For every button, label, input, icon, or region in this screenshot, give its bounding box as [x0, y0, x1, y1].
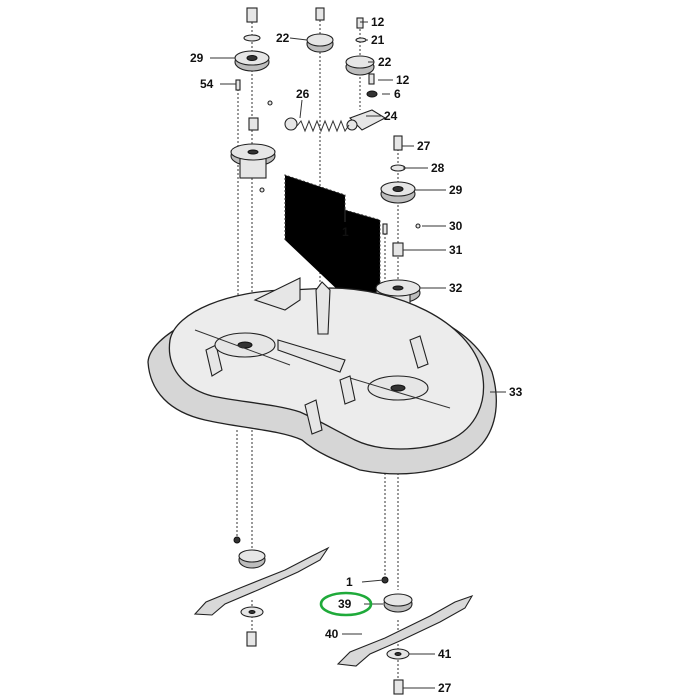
- washer-icon: [390, 164, 406, 172]
- callout-22-right: 22: [378, 55, 392, 69]
- callout-30: 30: [449, 219, 463, 233]
- callout-21: 21: [371, 33, 385, 47]
- blade-bolt-icon: [246, 631, 257, 647]
- callout-26: 26: [296, 87, 310, 101]
- bolt-icon: [368, 73, 375, 85]
- callout-33: 33: [509, 385, 523, 399]
- callout-40: 40: [325, 627, 339, 641]
- right-blade-assembly: [336, 576, 474, 695]
- callout-39: 39: [338, 597, 352, 611]
- washer-icon: [355, 37, 367, 43]
- blade-bolt-icon: [393, 679, 404, 695]
- spring-hook-icon: [284, 117, 298, 131]
- mower-deck: [147, 277, 497, 475]
- deck-bracket: [253, 277, 301, 311]
- callout-12-lower: 12: [396, 73, 410, 87]
- nut-icon: [366, 90, 378, 98]
- screw-icon: [235, 79, 241, 91]
- idler-arm-icon: [349, 109, 387, 131]
- washer-icon: [243, 34, 261, 42]
- leader-lines: [210, 21, 506, 689]
- right-blade: [336, 594, 474, 667]
- idler-pulley-hardware: [306, 7, 387, 131]
- callout-labels: 12 21 22 22 29 12 54 6 26 24 27 28 29 1 …: [190, 15, 523, 695]
- deck-shell: [168, 287, 485, 450]
- callout-22-left: 22: [276, 31, 290, 45]
- left-blade-assembly: [193, 536, 330, 647]
- bolt-icon: [315, 7, 325, 21]
- callout-27-top: 27: [417, 139, 431, 153]
- bushing-icon: [392, 242, 404, 257]
- callout-28: 28: [431, 161, 445, 175]
- screw-icon: [382, 223, 388, 235]
- callout-29-left: 29: [190, 51, 204, 65]
- callout-27-bottom: 27: [438, 681, 452, 695]
- deck-mount-left: [315, 281, 331, 335]
- nut-icon: [233, 536, 241, 544]
- callout-12-top: 12: [371, 15, 385, 29]
- callout-29-right: 29: [449, 183, 463, 197]
- callout-39-highlight-ring: [319, 591, 373, 617]
- bolt-icon: [356, 17, 364, 29]
- callout-32: 32: [449, 281, 463, 295]
- callout-54: 54: [200, 77, 214, 91]
- left-spindle-hardware: [230, 7, 276, 193]
- bolt-icon: [393, 135, 403, 151]
- callout-24: 24: [384, 109, 398, 123]
- tension-spring: [284, 117, 350, 133]
- bolt-icon: [246, 7, 258, 23]
- bushing-icon: [248, 117, 259, 131]
- callout-31: 31: [449, 243, 463, 257]
- callout-1-upper: 1: [342, 225, 349, 239]
- left-blade: [193, 546, 330, 616]
- callout-41: 41: [438, 647, 452, 661]
- callout-6: 6: [394, 87, 401, 101]
- callout-1-lower: 1: [346, 575, 353, 589]
